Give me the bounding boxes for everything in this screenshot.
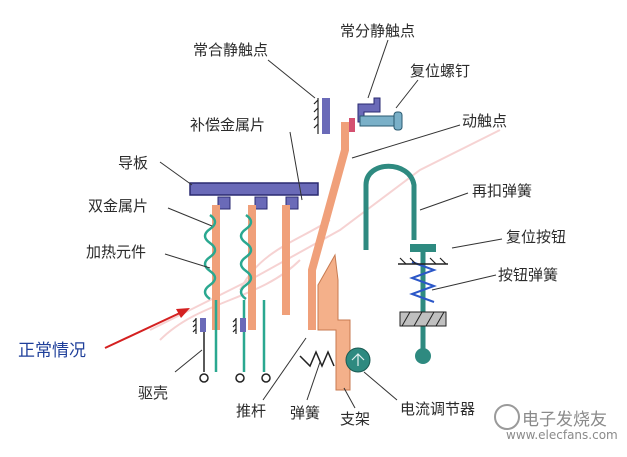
- label-heating-element: 加热元件: [86, 243, 147, 261]
- moving-contact-tab: [349, 118, 355, 132]
- reset-screw: [359, 111, 403, 131]
- normal-arrow: [104, 311, 183, 349]
- reset-knob: [415, 348, 431, 364]
- guide-plate: [189, 182, 319, 196]
- bimetal-strip: [248, 205, 256, 330]
- label-nc-static-contact: 常合静触点: [193, 41, 269, 59]
- label-rebuckle-spring: 再扣弹簧: [472, 182, 533, 200]
- label-bracket: 支架: [340, 410, 371, 428]
- watermark-logo-text: 电子发烧友: [522, 410, 607, 430]
- label-button-spring: 按钮弹簧: [498, 266, 559, 284]
- label-push-rod: 推杆: [236, 402, 267, 420]
- label-current-regulator: 电流调节器: [400, 400, 476, 418]
- leader-lines: [159, 39, 503, 409]
- label-moving-contact: 动触点: [462, 112, 508, 130]
- bimetal-strip: [282, 205, 290, 315]
- normal-arrow-head: [176, 308, 190, 318]
- label-reset-button: 复位按钮: [506, 228, 567, 246]
- bimetal-strip: [212, 205, 220, 330]
- push-rod: [308, 122, 349, 330]
- guide-plate-tab: [217, 196, 231, 210]
- label-normal-condition: 正常情况: [18, 341, 86, 361]
- watermark-url: www.elecfans.com: [506, 428, 618, 442]
- guide-plate-tab: [254, 196, 268, 210]
- label-guide-plate: 导板: [118, 154, 149, 172]
- watermark-logo-icon: [494, 404, 520, 430]
- label-bimetal: 双金属片: [88, 197, 149, 215]
- housing-contacts: [192, 318, 246, 334]
- label-reset-screw: 复位螺钉: [410, 62, 471, 80]
- nc-contact: [313, 98, 330, 134]
- compensating-strip: [317, 253, 351, 391]
- rebuckle-spring: [363, 163, 417, 250]
- label-housing: 驱壳: [138, 384, 169, 402]
- button-spring: [409, 261, 437, 303]
- spring-zigzag: [299, 350, 335, 368]
- label-no-static-contact: 常分静触点: [340, 22, 416, 40]
- base-block: [399, 311, 447, 327]
- heating-element: [203, 213, 266, 372]
- terminals: [199, 330, 271, 383]
- reset-button-cap: [410, 244, 436, 252]
- label-compensating-strip: 补偿金属片: [190, 116, 266, 134]
- label-spring: 弹簧: [290, 404, 321, 422]
